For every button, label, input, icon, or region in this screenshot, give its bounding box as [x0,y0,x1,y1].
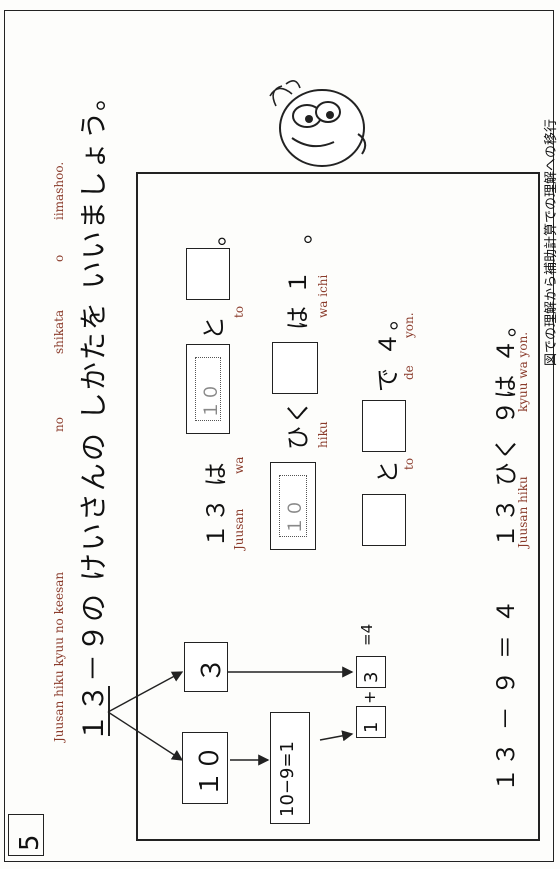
header-title: 図での理解から補助計算での理解への移行 [544,118,559,366]
s3-romaji-to: to [402,457,416,470]
part-three-box: ３ [184,642,228,692]
part-ten-box: １０ [182,732,228,804]
s3-de4: で ４。 [374,304,402,392]
result-one-box: 1 [356,706,386,738]
s2-romaji: wa ichi [316,274,330,318]
sub-calc-box: 10−9=1 [270,712,310,824]
answer-romaji-right: kyuu wa yon. [516,331,530,412]
s2-wa1: は １ [284,268,312,330]
s1-romaji-to: to [232,305,246,318]
s2-romaji-hiku: hiku [316,421,330,448]
s1-prefix: １３ は [202,460,230,548]
character-illustration [269,80,367,167]
s2-end: 。 [288,218,316,244]
result-row: 1 + 3 [352,650,412,740]
s1-romaji-wa: wa [232,456,246,474]
s1-romaji-juusan: Juusan [232,508,246,550]
s1-blank-box[interactable] [186,248,230,300]
s3-blank-box-2[interactable] [362,400,406,452]
answer-romaji-left: Juusan hiku [516,476,530,548]
page-number: 5 [8,814,45,856]
result-three-box: 3 [356,656,386,688]
s3-romaji-de: de [402,365,416,380]
s1-to: と [200,314,228,340]
s1-end: 。 [202,220,230,246]
final-calc: =4 [358,623,376,646]
s1-answer-box: １０ [186,344,230,434]
decomposition-arrows [107,666,354,766]
s2-hiku: ひく [284,398,312,450]
worksheet-frame [4,10,554,862]
s2-answer-box: １０ [270,462,316,550]
s3-blank-box-1[interactable] [362,494,406,546]
s3-romaji-yon: yon. [402,312,416,338]
explanation-panel [136,172,540,841]
answer-equation: １３ － ９ ＝ ４ [492,597,520,792]
s3-to: と [374,458,402,484]
plus-sign: + [360,690,379,704]
s2-blank-box[interactable] [272,342,318,394]
